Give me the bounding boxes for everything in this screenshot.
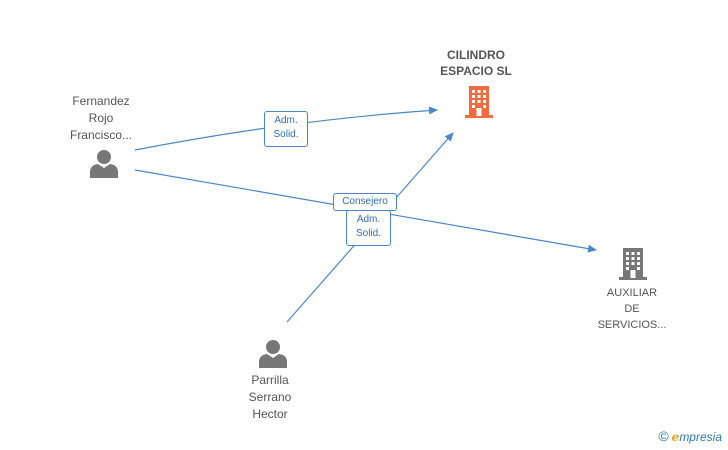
person-fernandez-label[interactable]: Fernandez Rojo Francisco...	[69, 94, 132, 142]
brand-logo-initial: e	[671, 430, 680, 444]
company-aux-label[interactable]: AUXILIAR DE SERVICIOS...	[597, 287, 667, 331]
person-icon[interactable]	[89, 148, 119, 178]
building-icon[interactable]	[463, 84, 495, 120]
edge-label-consejero[interactable]: Consejero	[333, 193, 397, 211]
brand-name: mpresia	[679, 430, 722, 444]
brand-watermark: ©empresia	[658, 428, 722, 444]
copyright-icon: ©	[658, 428, 669, 444]
person-parrilla-label[interactable]: Parrilla Serrano Hector	[248, 373, 292, 421]
person-icon[interactable]	[258, 338, 288, 368]
edge-label-adm-solid[interactable]: Adm. Solid.	[264, 111, 308, 147]
building-icon[interactable]	[617, 246, 649, 282]
edge-label-adm-solid[interactable]: Adm. Solid.	[346, 210, 391, 246]
company-main-label[interactable]: CILINDRO ESPACIO SL	[440, 48, 512, 78]
